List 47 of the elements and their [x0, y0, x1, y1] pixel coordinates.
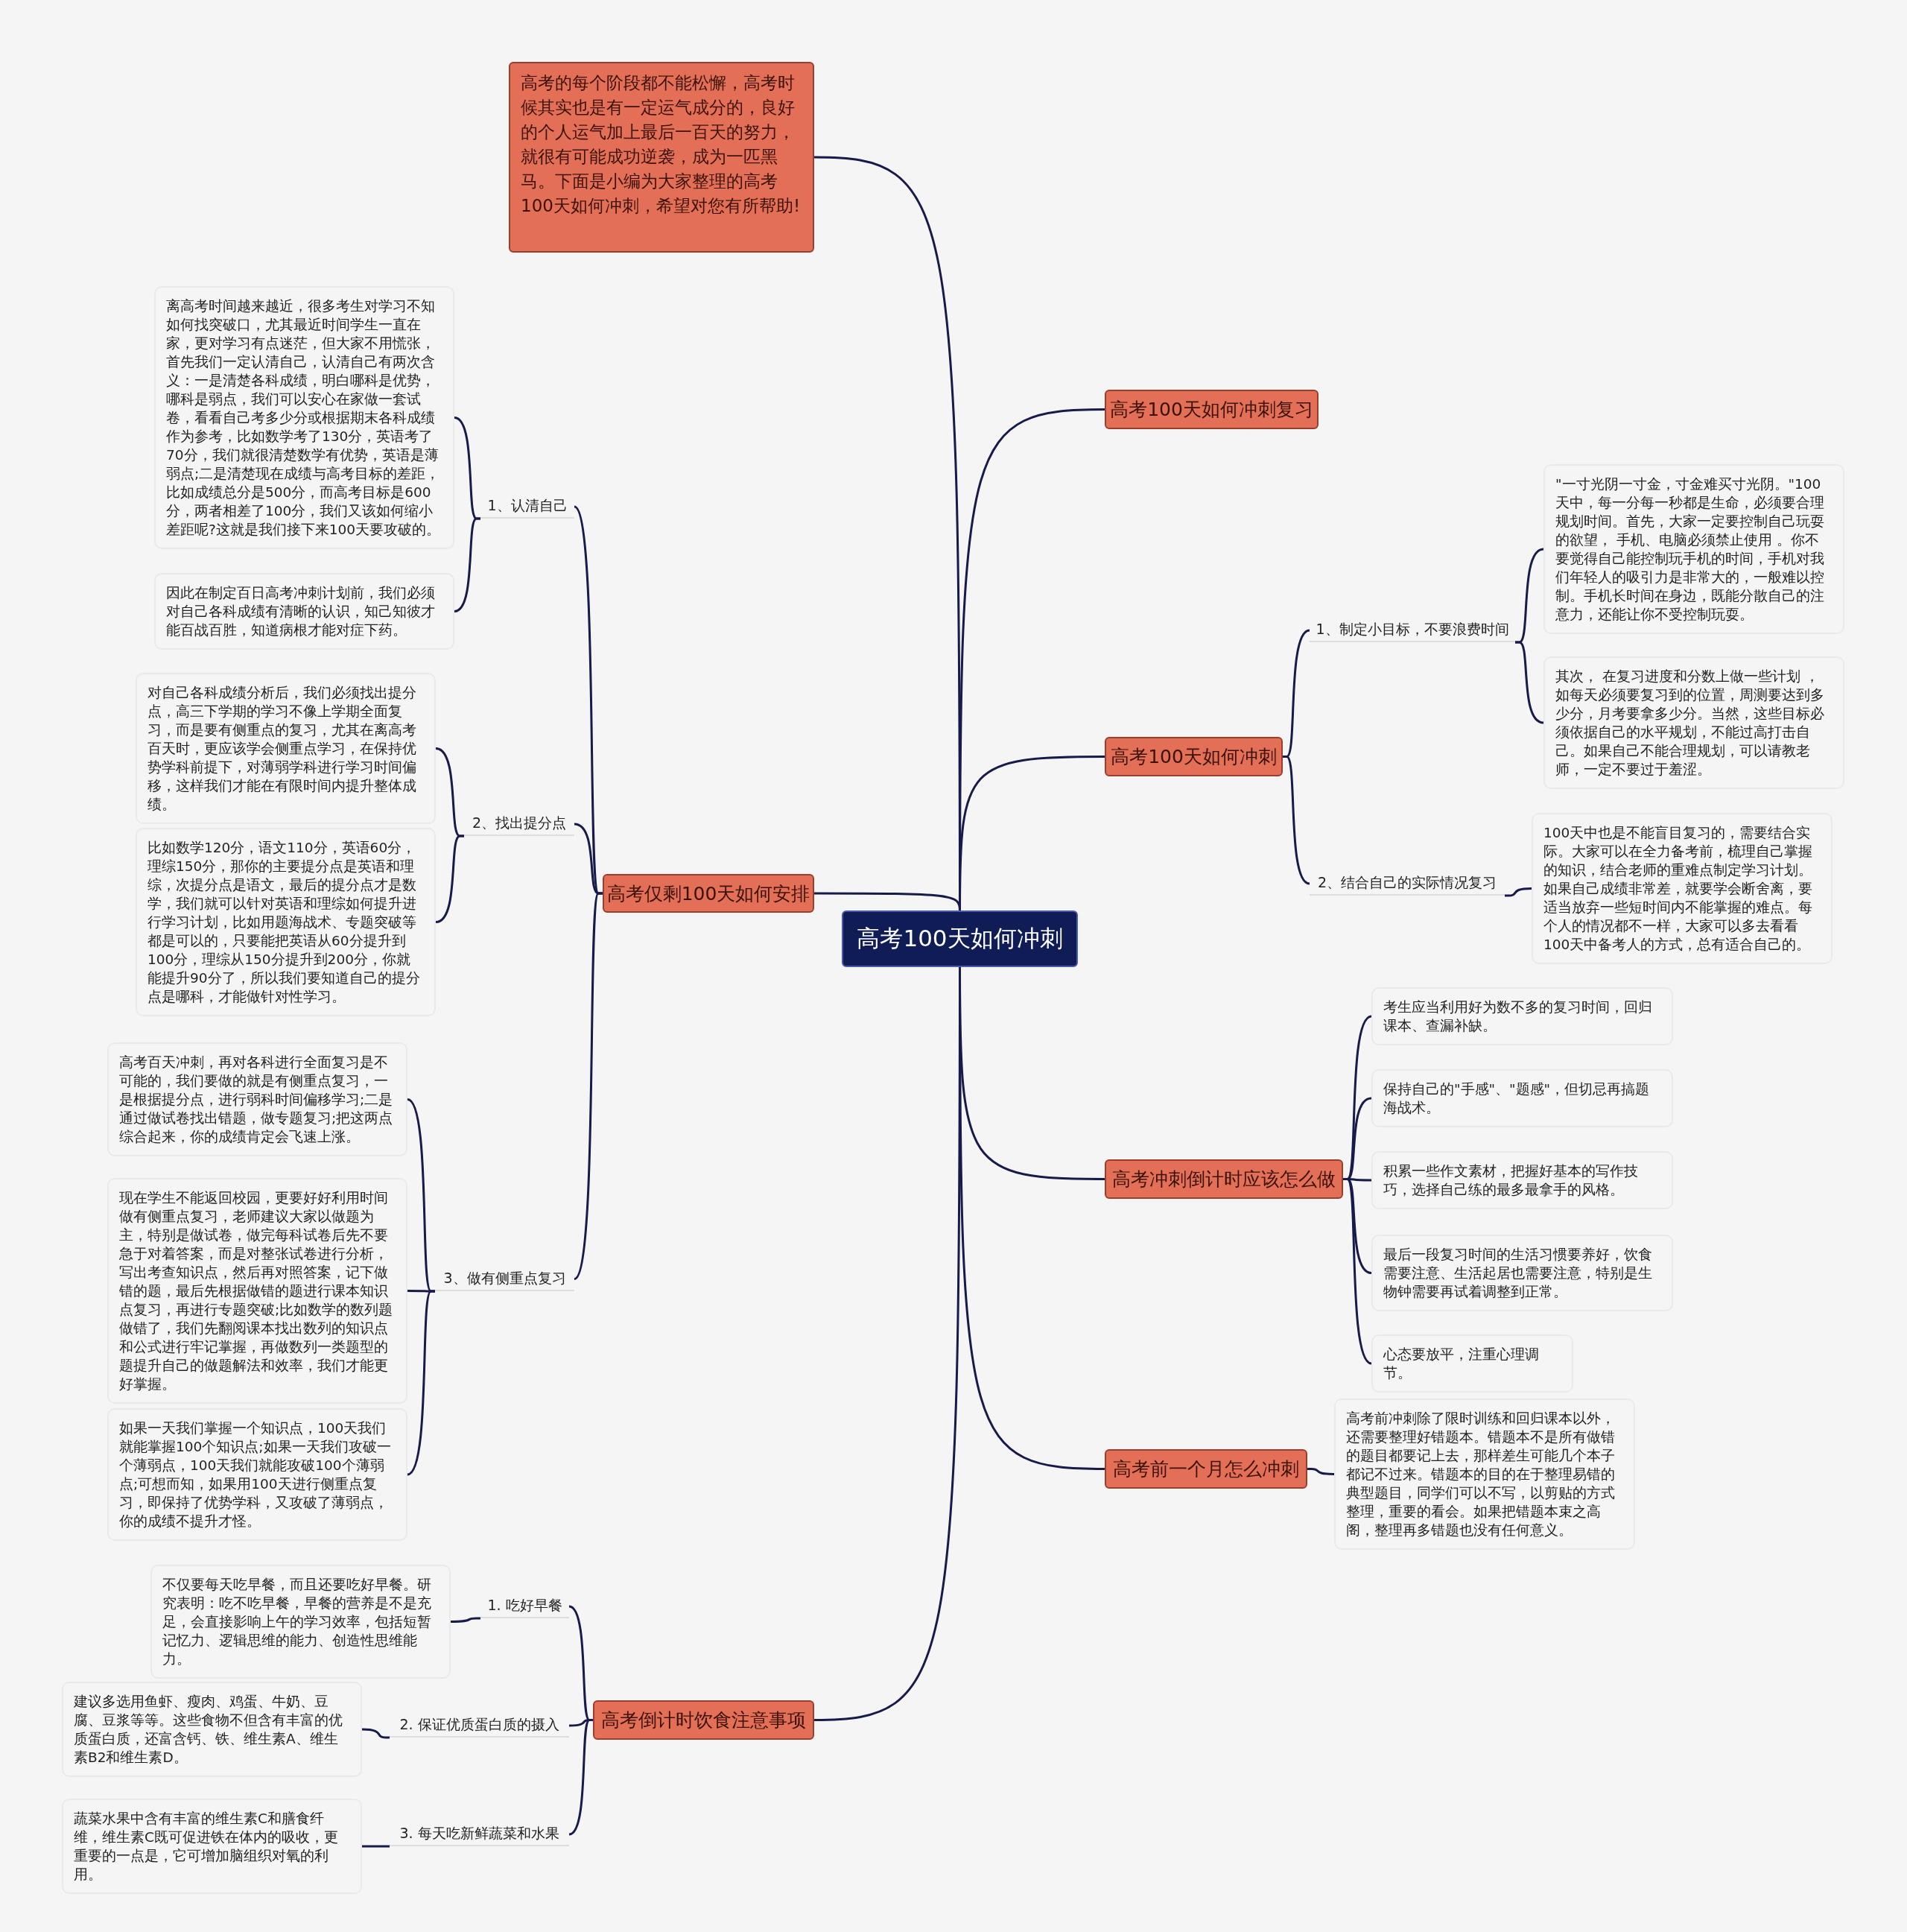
note-card: 考生应当利用好为数不多的复习时间，回归课本、查漏补缺。 [1371, 987, 1673, 1045]
subtopic-label: 2、找出提分点 [464, 812, 574, 836]
subtopic-label: 3. 每天吃新鲜蔬菜和水果 [390, 1822, 569, 1846]
subtopic-label: 2、结合自己的实际情况复习 [1310, 872, 1505, 896]
subtopic-label: 1、制定小目标，不要浪费时间 [1310, 618, 1515, 642]
connector-line [454, 517, 480, 612]
note-card: 因此在制定百日高考冲刺计划前，我们必须对自己各科成绩有清晰的认识，知己知彼才能百战百胜，知道病根才能对症下药。 [154, 573, 454, 650]
subtopic-label: 3、做有侧重点复习 [435, 1267, 574, 1291]
note-card: 100天中也是不能盲目复习的，需要结合实际。大家可以在全力备考前，梳理自己掌握的知识，结合老师的重难点制定学习计划。如果自己成绩非常差，就要学会断舍离，要适当放弃一些短时间内不能掌握的难点。每个人的情况都不一样，大家可以多去看看100天中备考人的方式，总有适合自己的。 [1532, 813, 1833, 964]
topic-box: 高考冲刺倒计时应该怎么做 [1105, 1159, 1343, 1199]
connector-line [1283, 756, 1310, 885]
connector-line [573, 892, 603, 1280]
note-card: 现在学生不能返回校园，更要好好利用时间做有侧重点复习，老师建议大家以做题为主，特别是做试卷，做完每科试卷后先不要急于对着答案，而是对整张试卷进行分析，写出考查知识点，然后再对照答案，记下做错的题，最后先根据做错的题进行课本知识点复习，再进行专题突破;比如数学的数列题做错了，我们先翻阅课本找出数列的知识点和公式进行牢记掌握，再做数列一类题型的题提升自己的做题解法和效率，我们才能更好掌握。 [107, 1178, 407, 1404]
note-card: 最后一段复习时间的生活习惯要养好，饮食需要注意、生活起居也需要注意，特别是生物钟需要再试着调整到正常。 [1371, 1235, 1673, 1311]
connector-line [1515, 641, 1544, 724]
note-card: "一寸光阴一寸金，寸金难买寸光阴。"100天中，每一分每一秒都是生命，必须要合理规划时间。首先，大家一定要控制自己玩耍的欲望， 手机、电脑必须禁止使用 。你不要觉得自己能控制玩手机的时间，手机对我们年轻人的吸引力是非常大的，一般难以控制。手机长时间在身边，既能分散自己的注意力，还能让你不受控制玩耍。 [1543, 464, 1844, 634]
connector-line [1307, 1468, 1335, 1475]
connector-line [407, 1290, 435, 1476]
note-card: 蔬菜水果中含有丰富的维生素C和膳食纤维，维生素C既可促进铁在体内的吸收，更重要的一点是，它可增加脑组织对氧的利用。 [62, 1799, 362, 1894]
note-card: 不仅要每天吃早餐，而且还要吃好早餐。研究表明：吃不吃早餐，早餐的营养是不是充足，会直接影响上午的学习效率，包括短暂记忆力、逻辑思维的能力、创造性思维能力。 [150, 1565, 451, 1679]
note-card: 积累一些作文素材，把握好基本的写作技巧，选择自己练的最多最拿手的风格。 [1371, 1151, 1673, 1209]
note-card: 心态要放平，注重心理调节。 [1371, 1334, 1573, 1393]
note-card: 高考百天冲刺，再对各科进行全面复习是不可能的，我们要做的就是有侧重点复习，一是根据提分点，进行弱科时间偏移学习;二是通过做试卷找出错题，做专题复习;把这两点综合起来，你的成绩肯定会飞速上涨。 [107, 1042, 407, 1156]
note-card: 如果一天我们掌握一个知识点，100天我们就能掌握100个知识点;如果一天我们攻破一个薄弱点，100天我们就能攻破100个薄弱点;可想而知，如果用100天进行侧重点复习，即保持了优势学科，又攻破了薄弱点，你的成绩不提升才怪。 [107, 1408, 407, 1541]
topic-box: 高考仅剩100天如何安排 [603, 874, 814, 913]
note-card: 离高考时间越来越近，很多考生对学习不知如何找突破口，尤其最近时间学生一直在家，更对学习有点迷茫，但大家不用慌张，首先我们一定认清自己，认清自己有两次含义：一是清楚各科成绩，明白哪科是优势，哪科是弱点，我们可以安心在家做一套试卷，看看自己考多少分或根据期末各科成绩作为参考，比如数学考了130分，英语考了70分，我们就很清楚数学有优势，英语是薄弱点;二是清楚现在成绩与高考目标的差距，比如成绩总分是500分，而高考目标是600分，两者相差了100分，我们又该如何缩小差距呢?这就是我们接下来100天要攻破的。 [154, 286, 454, 549]
connector-line [1505, 887, 1532, 897]
subtopic-label: 1、认清自己 [480, 495, 574, 519]
note-card: 建议多选用鱼虾、瘦肉、鸡蛋、牛奶、豆腐、豆浆等等。这些食物不但含有丰富的优质蛋白质，还富含钙、铁、维生素A、维生素B2和维生素D。 [62, 1682, 362, 1777]
connector-line [451, 1617, 480, 1623]
topic-box: 高考倒计时饮食注意事项 [593, 1700, 814, 1740]
note-card: 比如数学120分，语文110分，英语60分，理综150分，那你的主要提分点是英语和理综，次提分点是语文，最后的提分点才是数学，我们就可以针对英语和理综如何提升进行学习计划，比如用题海战术、专题突破等都是可以的，只要能把英语从60分提升到100分，理综从150分提升到200分，你就能提升90分了，所以我们要知道自己的提分点是哪科，才能做针对性学习。 [136, 828, 436, 1016]
note-card: 对自己各科成绩分析后，我们必须找出提分点，高三下学期的学习不像上学期全面复习，而是要有侧重点的复习，尤其在离高考百天时，更应该学会侧重点学习，在保持优势学科前提下，对薄弱学科进行学习时间偏移，这样我们才能在有限时间内提升整体成绩。 [136, 673, 436, 824]
note-card: 其次， 在复习进度和分数上做一些计划 ，如每天必须要复习到的位置，周测要达到多少分，月考要拿多少分。当然，这些目标必须依据自己的水平规划，不能过高打击自己。如果自己不能合理规划，可以请教老师，一定不要过于羞涩。 [1543, 656, 1844, 789]
topic-box: 高考前一个月怎么冲刺 [1105, 1449, 1307, 1489]
topic-box: 高考100天如何冲刺复习 [1105, 390, 1319, 429]
intro-note-box: 高考的每个阶段都不能松懈，高考时候其实也是有一定运气成分的，良好的个人运气加上最后一百天的努力，就很有可能成功逆袭，成为一匹黑马。下面是小编为大家整理的高考100天如何冲刺，希望对您有所帮助! [509, 62, 814, 253]
connector-line [362, 1845, 390, 1848]
note-card: 高考前冲刺除了限时训练和回归课本以外，还需要整理好错题本。错题本不是所有做错的题目都要记上去，那样差生可能几个本子都记不过来。错题本的目的在于整理易错的典型题目，同学们可以不写，以剪贴的方式整理，重要的看会。如果把错题本束之高阁，整理再多错题也没有任何意义。 [1334, 1399, 1635, 1550]
connector-line [361, 1728, 390, 1739]
note-card: 保持自己的"手感"、"题感"，但切忌再搞题海战术。 [1371, 1069, 1673, 1127]
topic-box: 高考100天如何冲刺 [1105, 737, 1283, 776]
connector-line [814, 892, 961, 911]
subtopic-label: 2. 保证优质蛋白质的摄入 [390, 1714, 569, 1738]
subtopic-label: 1. 吃好早餐 [480, 1594, 569, 1618]
root-topic-box: 高考100天如何冲刺 [842, 910, 1078, 967]
connector-line [435, 834, 464, 923]
